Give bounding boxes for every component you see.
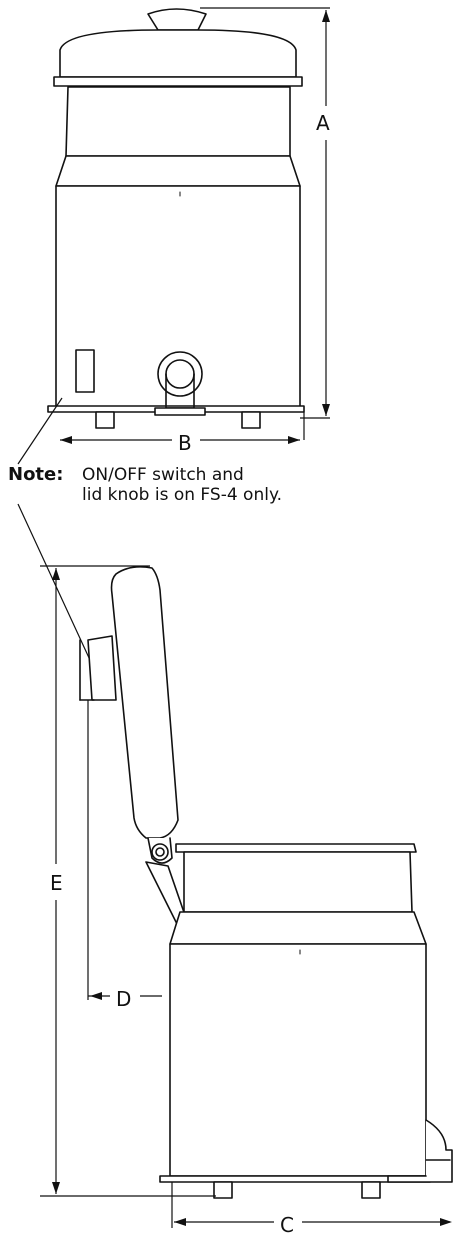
note-block: Note: ON/OFF switch and lid knob is on F… [8, 464, 282, 505]
side-housing [169, 943, 427, 1177]
note-leader-line [17, 397, 63, 465]
dimension-d [87, 700, 162, 1000]
side-lid-knob [87, 635, 117, 701]
front-view [47, 8, 305, 429]
dimension-e-label: E [50, 871, 63, 895]
front-lid-rim [53, 76, 303, 87]
dimension-c-label: C [280, 1213, 294, 1237]
side-foot-right [361, 1181, 381, 1199]
note-line-2: lid knob is on FS-4 only. [82, 485, 282, 505]
front-pot-upper [65, 86, 291, 157]
dimension-e [40, 565, 216, 1197]
front-lid [59, 29, 297, 78]
on-off-switch [75, 349, 95, 393]
side-view [79, 566, 453, 1199]
side-pot-rim [175, 843, 417, 853]
side-foot-left [213, 1181, 233, 1199]
dimension-c [171, 1182, 452, 1228]
dimension-b [60, 412, 305, 444]
front-foot-right [241, 411, 261, 429]
side-housing-shoulder [169, 911, 427, 945]
side-lid-open [110, 566, 179, 839]
dimension-a-label: A [316, 111, 330, 135]
lid-knob [147, 8, 207, 31]
dimension-b-label: B [178, 431, 192, 455]
note-label: Note: [8, 464, 63, 485]
side-pot-upper [183, 851, 413, 913]
front-housing-shoulder [55, 155, 301, 187]
note-line-1: ON/OFF switch and [82, 465, 244, 485]
dimension-d-label: D [116, 987, 131, 1011]
dimension-a [200, 7, 330, 419]
front-foot-left [95, 411, 115, 429]
side-spigot [387, 1119, 453, 1183]
